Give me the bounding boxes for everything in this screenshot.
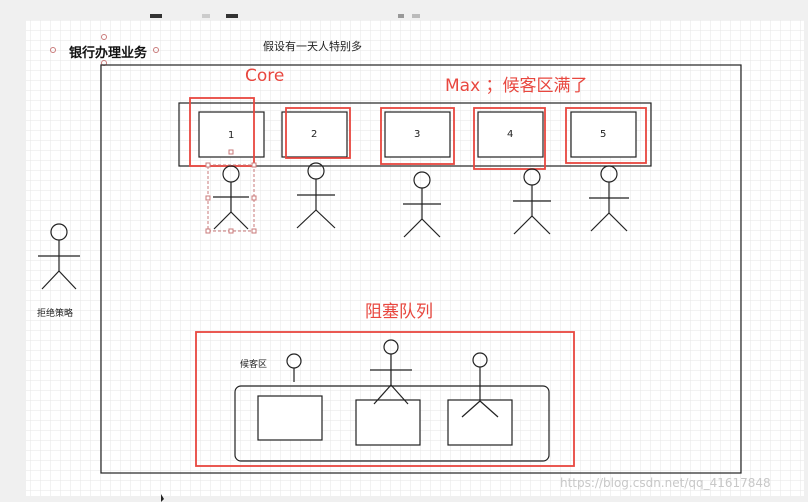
blocking-queue-box[interactable] (195, 331, 575, 467)
window-2[interactable] (281, 111, 348, 158)
bank-frame[interactable] (100, 64, 742, 474)
selection-handle-icon (228, 149, 234, 155)
scenario-note[interactable]: 假设有一天人特别多 (263, 40, 362, 53)
highlight-boxes (189, 97, 647, 170)
waiting-seat-3[interactable] (447, 399, 513, 446)
waiting-area-label[interactable]: 候客区 (240, 360, 268, 370)
core-highlight (189, 97, 255, 167)
person-icon[interactable] (513, 168, 551, 235)
selection-handle-icon (50, 47, 56, 53)
diagram-title[interactable]: 银行办理业务 (69, 46, 148, 61)
window-5[interactable] (570, 111, 637, 158)
person-icon[interactable] (370, 339, 412, 405)
person-icon[interactable] (213, 165, 249, 230)
selection-handle-icon (153, 47, 159, 53)
title-selection[interactable] (50, 34, 159, 66)
highlight-3 (380, 107, 455, 165)
highlight-4 (473, 107, 546, 170)
selection-handle-icon (251, 195, 257, 201)
waiting-seat-1[interactable] (257, 395, 323, 441)
service-windows (198, 111, 637, 158)
window-2-label: 2 (311, 129, 318, 140)
person-icon[interactable] (296, 162, 336, 229)
watermark: https://blog.csdn.net/qq_41617848 (560, 476, 771, 490)
toolbar-remnant (150, 14, 420, 18)
selection-handle-icon (228, 228, 234, 234)
max-label[interactable]: Max ；候客区满了 (445, 76, 588, 96)
window-3[interactable] (384, 111, 451, 158)
highlight-2 (285, 107, 351, 159)
window-1-label: 1 (228, 130, 235, 141)
selection-handle-icon (205, 162, 211, 168)
selection-handle-icon (251, 228, 257, 234)
core-label[interactable]: Core (245, 66, 285, 86)
selection-handle-icon (101, 34, 107, 40)
person-selection[interactable] (205, 149, 257, 234)
highlight-5 (565, 107, 647, 164)
selection-handle-icon (251, 162, 257, 168)
reject-policy-label[interactable]: 拒绝策略 (37, 309, 74, 319)
person-icon[interactable] (461, 352, 499, 418)
person-icon[interactable] (38, 223, 80, 290)
person-icon[interactable] (403, 171, 441, 238)
selection-handle-icon (205, 195, 211, 201)
counter-strip[interactable] (178, 102, 652, 167)
blocking-queue-label[interactable]: 阻塞队列 (365, 302, 433, 322)
window-5-label: 5 (600, 129, 607, 140)
person-icon[interactable] (589, 165, 629, 232)
window-3-label: 3 (414, 129, 421, 140)
selection-handle-icon (205, 228, 211, 234)
window-4-label: 4 (507, 129, 514, 140)
person-icon[interactable] (286, 353, 302, 382)
window-4[interactable] (477, 111, 544, 158)
cursor-icon (161, 494, 164, 502)
waiting-seat-2[interactable] (355, 399, 421, 446)
